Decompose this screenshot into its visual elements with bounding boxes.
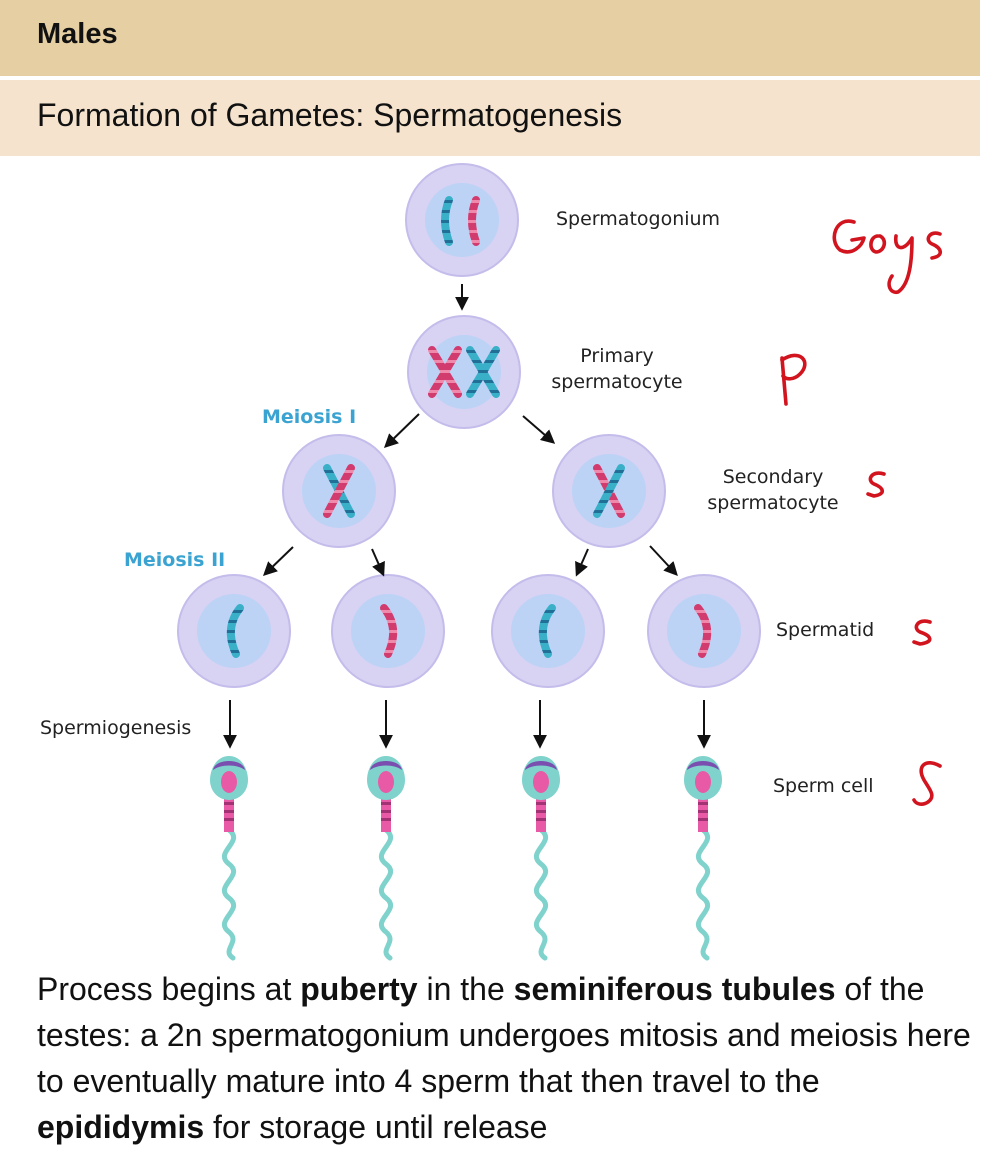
para-bold-epididymis: epididymis — [37, 1109, 205, 1145]
label-meiosis-ii: Meiosis II — [124, 549, 225, 571]
label-spermiogenesis: Spermiogenesis — [40, 717, 191, 739]
spermatid-cell-3 — [491, 574, 605, 688]
primary-spermatocyte-cell — [407, 315, 521, 429]
sperm-cell-4 — [684, 756, 722, 961]
secondary-spermatocyte-cell-right — [552, 434, 666, 548]
handwritten-s-sperm-cell — [912, 761, 942, 806]
para-text-4: for storage until release — [204, 1109, 548, 1145]
handwritten-s-secondary — [866, 471, 886, 498]
header-title: Males — [37, 18, 118, 50]
label-spermatogonium: Spermatogonium — [556, 208, 720, 230]
para-bold-puberty: puberty — [300, 971, 418, 1007]
label-primary-line1: Primary — [580, 345, 653, 367]
para-text-2: in the — [417, 971, 514, 1007]
para-text-1: Process begins at — [37, 971, 301, 1007]
secondary-spermatocyte-cell-left — [282, 434, 396, 548]
label-sperm-cell: Sperm cell — [773, 775, 874, 797]
label-secondary-line2: spermatocyte — [707, 492, 838, 514]
subheader-title: Formation of Gametes: Spermatogenesis — [37, 97, 623, 133]
spermatogonium-cell — [405, 163, 519, 277]
handwritten-goys — [832, 219, 943, 295]
label-secondary-line1: Secondary — [723, 466, 824, 488]
handwritten-s-spermatid — [912, 619, 932, 646]
spermatid-cell-2 — [331, 574, 445, 688]
sperm-cell-1 — [210, 756, 248, 961]
sperm-cell-3 — [522, 756, 560, 961]
handwritten-p — [780, 353, 807, 406]
sperm-cell-2 — [367, 756, 405, 961]
division-arrows — [223, 284, 711, 749]
label-spermatid: Spermatid — [776, 619, 874, 641]
spermatid-cell-4 — [647, 574, 761, 688]
subheader-band — [0, 80, 980, 156]
header-band — [0, 0, 980, 76]
label-primary-line2: spermatocyte — [551, 371, 682, 393]
para-bold-seminiferous: seminiferous tubules — [513, 971, 836, 1007]
label-meiosis-i: Meiosis I — [262, 406, 356, 428]
spermatid-cell-1 — [177, 574, 291, 688]
spermatogenesis-diagram: Spermatogonium Primary spermatocyte Seco… — [40, 163, 943, 961]
description-paragraph: Process begins at puberty in the seminif… — [37, 966, 977, 1150]
para-text-3: of the testes: a 2n spermatogonium under… — [37, 971, 971, 1099]
